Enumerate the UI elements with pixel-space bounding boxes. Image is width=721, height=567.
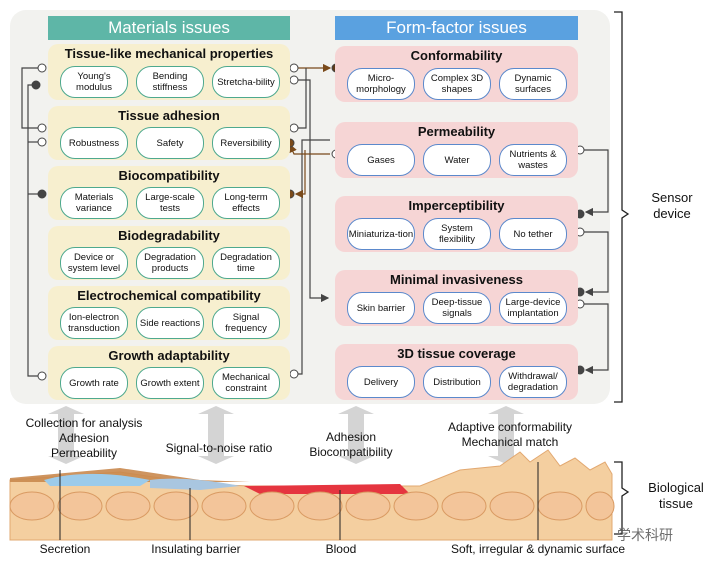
pill-device-system-level: Device or system level <box>60 247 128 279</box>
form-row-imperceptibility: Imperceptibility Miniaturiza-tion System… <box>335 196 578 252</box>
pill-stretchability: Stretcha-bility <box>212 66 280 98</box>
pill-long-term-effects: Long-term effects <box>212 187 280 219</box>
pill-miniaturization: Miniaturiza-tion <box>347 218 415 250</box>
pill-bending-stiffness: Bending stiffness <box>136 66 204 98</box>
materials-row-title: Tissue-like mechanical properties <box>64 46 274 61</box>
pill-micro-morphology: Micro-morphology <box>347 68 415 100</box>
pill-withdrawal-degradation: Withdrawal/ degradation <box>499 366 567 398</box>
adhesion-biocompatibility-label: Adhesion Biocompatibility <box>309 430 393 459</box>
blood-label: Blood <box>325 542 357 556</box>
materials-row-title: Biocompatibility <box>118 168 220 183</box>
pill-dynamic-surfaces: Dynamic surfaces <box>499 68 567 100</box>
materials-row-title: Electrochemical compatibility <box>77 288 261 303</box>
pill-degradation-time: Degradation time <box>212 247 280 279</box>
pill-large-scale-tests: Large-scale tests <box>136 187 204 219</box>
insulating-barrier-label: Insulating barrier <box>151 542 241 556</box>
biological-tissue-label: Biological tissue <box>648 480 704 511</box>
form-row-title: Permeability <box>417 124 496 139</box>
pill-nutrients-wastes: Nutrients & wastes <box>499 144 567 176</box>
materials-row-biodegradability: Biodegradability Device or system level … <box>48 226 290 280</box>
materials-row-growth: Growth adaptability Growth rate Growth e… <box>48 346 290 400</box>
form-row-title: Minimal invasiveness <box>390 272 523 287</box>
form-row-title: 3D tissue coverage <box>397 346 516 361</box>
materials-row-biocompatibility: Biocompatibility Materials variance Larg… <box>48 166 290 220</box>
pill-youngs-modulus: Young's modulus <box>60 66 128 98</box>
pill-distribution: Distribution <box>423 366 491 398</box>
materials-row-adhesion: Tissue adhesion Robustness Safety Revers… <box>48 106 290 160</box>
materials-row-title: Biodegradability <box>118 228 220 243</box>
secretion-label: Secretion <box>39 542 91 556</box>
form-row-title: Conformability <box>410 48 503 63</box>
materials-row-electrochemical: Electrochemical compatibility Ion-electr… <box>48 286 290 340</box>
form-factor-issues-header: Form-factor issues <box>335 16 578 40</box>
pill-gases: Gases <box>347 144 415 176</box>
materials-issues-header: Materials issues <box>48 16 290 40</box>
materials-row-mechanical: Tissue-like mechanical properties Young'… <box>48 44 290 100</box>
soft-surface-label: Soft, irregular & dynamic surface <box>450 542 626 556</box>
pill-signal-frequency: Signal frequency <box>212 307 280 339</box>
pill-degradation-products: Degradation products <box>136 247 204 279</box>
pill-growth-rate: Growth rate <box>60 367 128 399</box>
materials-row-title: Tissue adhesion <box>118 108 220 123</box>
pill-system-flexibility: System flexibility <box>423 218 491 250</box>
collection-analysis-label: Collection for analysis Adhesion Permeab… <box>25 416 143 460</box>
form-row-permeability: Permeability Gases Water Nutrients & was… <box>335 122 578 178</box>
pill-side-reactions: Side reactions <box>136 307 204 339</box>
pill-no-tether: No tether <box>499 218 567 250</box>
pill-water: Water <box>423 144 491 176</box>
pill-complex-3d-shapes: Complex 3D shapes <box>423 68 491 100</box>
signal-noise-label: Signal-to-noise ratio <box>165 441 273 455</box>
form-row-minimal-invasiveness: Minimal invasiveness Skin barrier Deep-t… <box>335 270 578 326</box>
materials-row-title: Growth adaptability <box>108 348 230 363</box>
form-row-title: Imperceptibility <box>408 198 505 213</box>
pill-large-device-implantation: Large-device implantation <box>499 292 567 324</box>
watermark: 学术科研 <box>617 527 673 543</box>
pill-deep-tissue-signals: Deep-tissue signals <box>423 292 491 324</box>
sensor-device-label: Sensor device <box>651 190 693 221</box>
pill-delivery: Delivery <box>347 366 415 398</box>
pill-skin-barrier: Skin barrier <box>347 292 415 324</box>
pill-mechanical-constraint: Mechanical constraint <box>212 367 280 399</box>
adaptive-conformability-label: Adaptive conformability Mechanical match <box>447 420 573 449</box>
pill-materials-variance: Materials variance <box>60 187 128 219</box>
pill-safety: Safety <box>136 127 204 159</box>
pill-ion-electron: Ion-electron transduction <box>60 307 128 339</box>
form-row-conformability: Conformability Micro-morphology Complex … <box>335 46 578 102</box>
pill-reversibility: Reversibility <box>212 127 280 159</box>
pill-robustness: Robustness <box>60 127 128 159</box>
form-row-3d-coverage: 3D tissue coverage Delivery Distribution… <box>335 344 578 400</box>
pill-growth-extent: Growth extent <box>136 367 204 399</box>
